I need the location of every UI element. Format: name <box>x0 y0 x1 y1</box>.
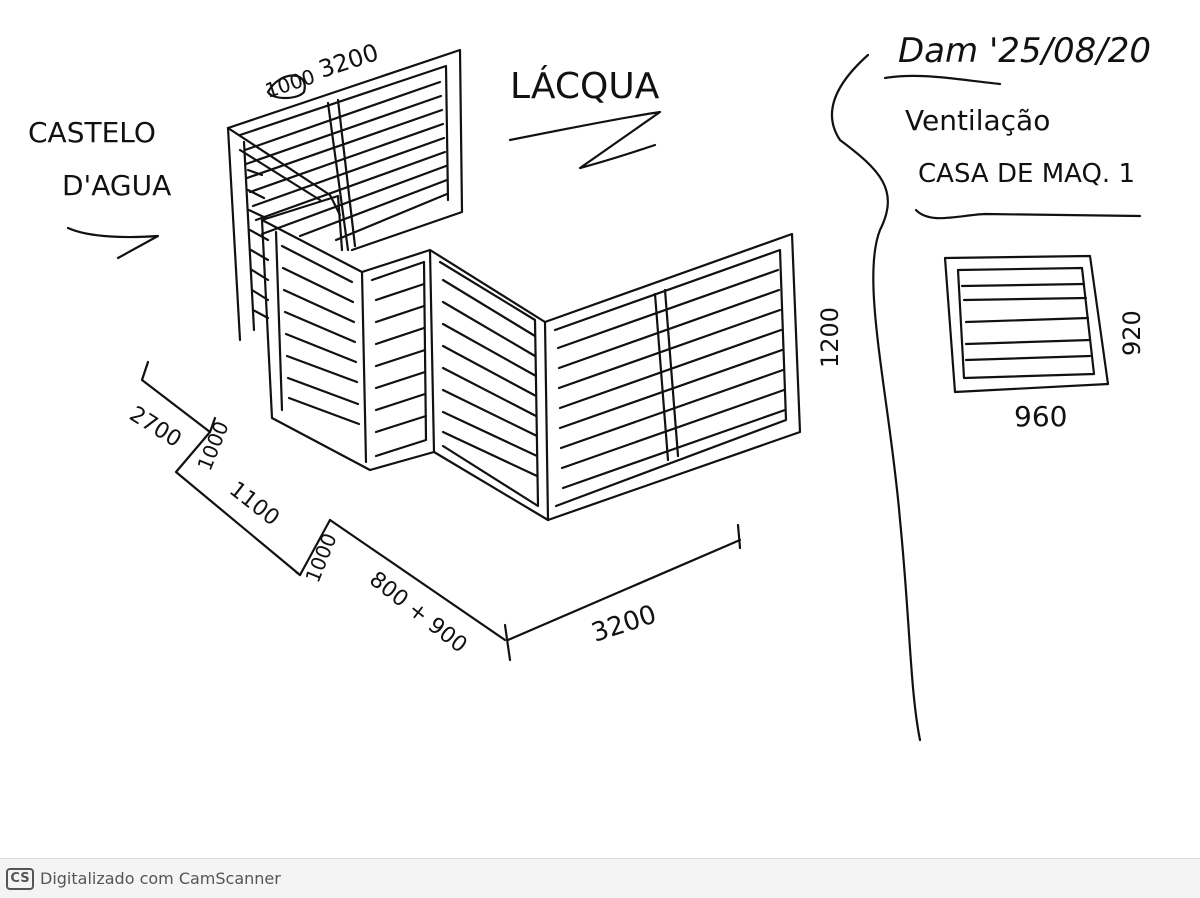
lacqua-label: LÁCQUA <box>510 65 660 107</box>
lacqua-underline <box>508 110 662 170</box>
header-underline <box>914 208 1142 220</box>
date-label: Dam '25/08/20 <box>898 31 1151 71</box>
machine-room-label: CASA DE MAQ. 1 <box>918 159 1135 189</box>
page-divider-line <box>830 53 922 742</box>
dimension-line-bottom <box>503 523 742 662</box>
middle-narrow-panel <box>360 248 436 472</box>
dimension-line-run <box>328 518 507 642</box>
dimension-line-left <box>140 360 217 434</box>
strikethrough-scribble <box>266 74 306 100</box>
dim-segment-b: 1100 <box>224 477 284 531</box>
dim-top-width: 3200 <box>315 38 382 84</box>
castelo-label: CASTELO <box>28 116 156 149</box>
dagua-label: D'AGUA <box>62 169 171 202</box>
dimension-line-mid <box>298 518 332 577</box>
dim-segment-c: 1000 <box>300 530 341 586</box>
angled-panel <box>428 248 550 522</box>
footer-text: Digitalizado com CamScanner <box>40 869 281 888</box>
scanner-footer: CS Digitalizado com CamScanner <box>0 858 1200 898</box>
panel-detail <box>943 254 1110 394</box>
dim-panel-width: 960 <box>1014 400 1067 433</box>
date-underline <box>883 74 1002 86</box>
dim-panel-height: 920 <box>1118 310 1146 356</box>
castelo-underline <box>66 226 160 260</box>
scanned-sheet: Dam '25/08/20 Ventilação CASA DE MAQ. 1 … <box>28 31 1151 742</box>
dim-bottom-width: 3200 <box>588 600 660 649</box>
front-left-panel <box>260 194 372 472</box>
camscanner-logo: CS <box>6 867 34 890</box>
dimension-line-lower <box>174 430 302 577</box>
ventilation-label: Ventilação <box>905 104 1050 137</box>
back-panel-assembly <box>226 48 464 342</box>
right-large-panel <box>543 232 802 522</box>
dim-right-height: 1200 <box>816 307 844 368</box>
dim-left-depth: 2700 <box>125 402 186 453</box>
sketch-drawing: Dam '25/08/20 Ventilação CASA DE MAQ. 1 … <box>28 31 1151 742</box>
